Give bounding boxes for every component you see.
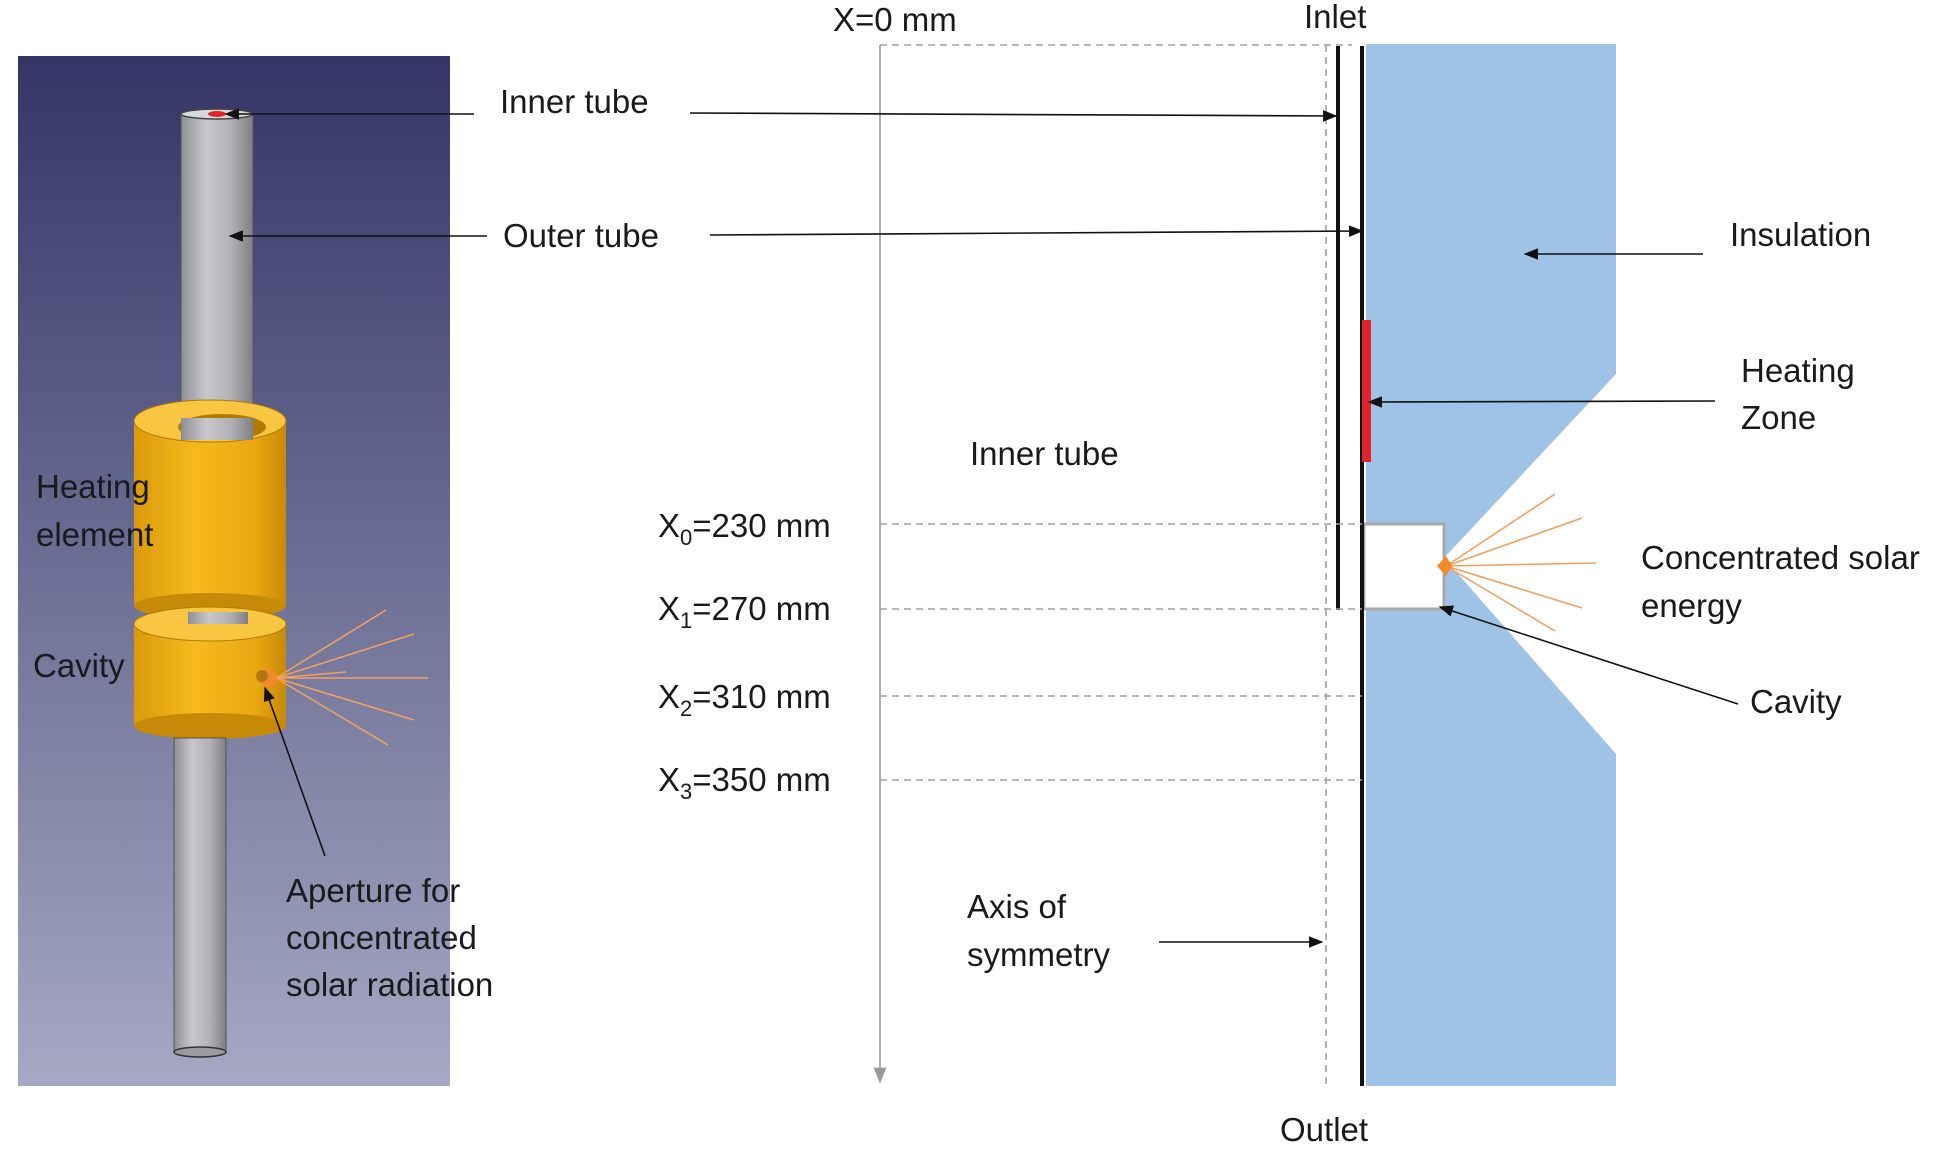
tube-upper	[180, 108, 254, 445]
x-origin-label: X=0 mm	[833, 1, 957, 38]
heating-zone	[1362, 320, 1371, 462]
x3-label: X3=350 mm	[658, 761, 831, 804]
axis-label-2: symmetry	[967, 936, 1110, 973]
solar-rays-2d	[1437, 493, 1597, 632]
cavity-ring	[133, 606, 287, 739]
aperture-label-1: Aperture for	[286, 872, 460, 909]
heating-zone-label-1: Heating	[1741, 352, 1855, 389]
cavity-label-2d: Cavity	[1750, 683, 1842, 720]
solar-energy-label-1: Concentrated solar	[1641, 539, 1920, 576]
cavity-arrow-2d	[1438, 605, 1739, 705]
outlet-label: Outlet	[1280, 1111, 1368, 1148]
x1-label: X1=270 mm	[658, 590, 831, 633]
axis-label-1: Axis of	[967, 888, 1067, 925]
heating-zone-arrow	[1367, 396, 1716, 408]
cavity-box	[1362, 522, 1446, 611]
insulation-body	[1366, 44, 1616, 1086]
heating-element-label: Heating	[36, 468, 150, 505]
tube-lower	[173, 737, 227, 1058]
heating-zone-label-2: Zone	[1741, 399, 1816, 436]
aperture-arrow	[263, 686, 326, 857]
x2-label: X2=310 mm	[658, 678, 831, 721]
inner-tube-label-3d: Inner tube	[500, 83, 649, 120]
outer-tube-label-3d: Outer tube	[503, 217, 659, 254]
solar-energy-label-2: energy	[1641, 587, 1742, 624]
inner-tube-label-2d: Inner tube	[970, 435, 1119, 472]
aperture-label-3: solar radiation	[286, 966, 493, 1003]
inlet-label: Inlet	[1304, 0, 1366, 35]
inner-tube-arrow-2d	[689, 110, 1338, 122]
solar-rays-3d	[256, 609, 428, 746]
inner-tube-opening	[208, 111, 226, 117]
model-3d-panel: Heating element Cavity	[18, 56, 450, 1086]
outer-tube-arrow-2d	[709, 225, 1364, 237]
schematic-2d	[873, 44, 1616, 1086]
cavity-label-3d: Cavity	[33, 647, 125, 684]
insulation-label: Insulation	[1730, 216, 1871, 253]
x0-label: X0=230 mm	[658, 507, 831, 550]
heating-element-ring	[133, 399, 287, 619]
cavity-aperture	[1437, 556, 1452, 576]
heating-element-label-2: element	[36, 516, 153, 553]
aperture-label-2: concentrated	[286, 919, 477, 956]
